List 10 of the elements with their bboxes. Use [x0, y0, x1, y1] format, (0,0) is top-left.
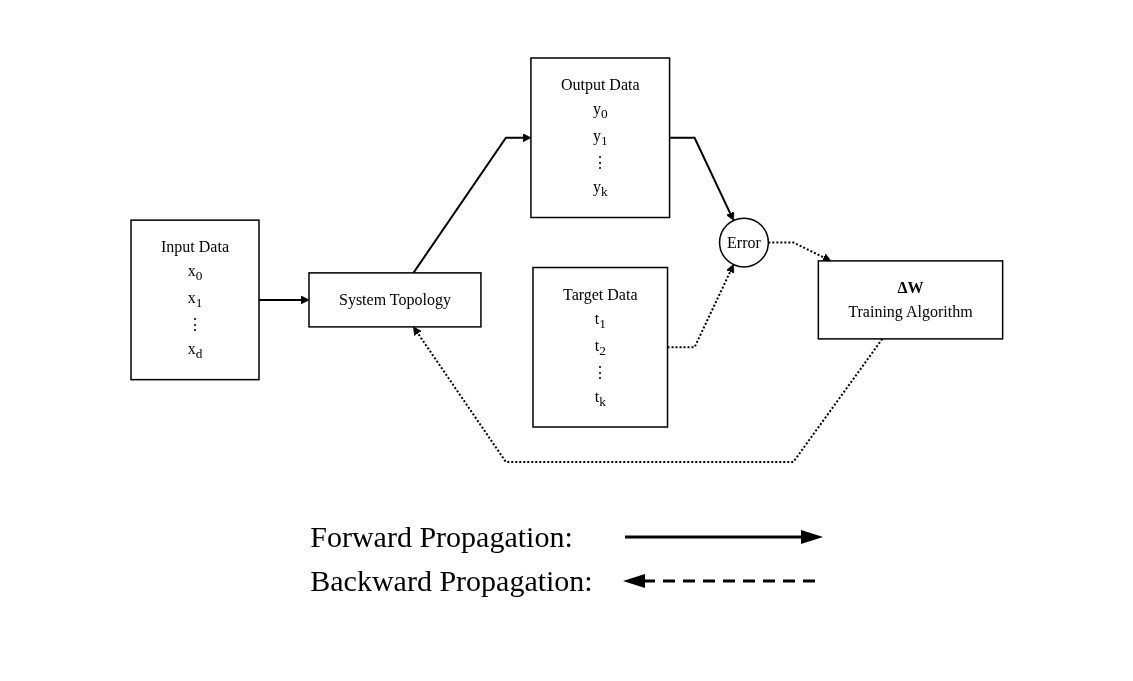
node-box: System Topology	[307, 272, 482, 328]
node-circle: Error	[718, 217, 769, 268]
node-box: Output Data y$_{0}$ y$_{1}$ ⋮ y$_{k}$	[529, 57, 670, 219]
node-box: ΔW Training Algorithm	[817, 260, 1004, 340]
arrow	[412, 133, 531, 274]
legend-label: Backward Propagation:	[310, 564, 593, 598]
arrow	[412, 326, 883, 463]
node-box: Target Data t$_{1}$ t$_{2}$ ⋮ t$_{k}$	[531, 266, 668, 428]
node-box: Input Data x$_{0}$ x$_{1}$ ⋮ x$_{d}$	[129, 219, 260, 381]
legend-label: Forward Propagation:	[310, 520, 574, 554]
